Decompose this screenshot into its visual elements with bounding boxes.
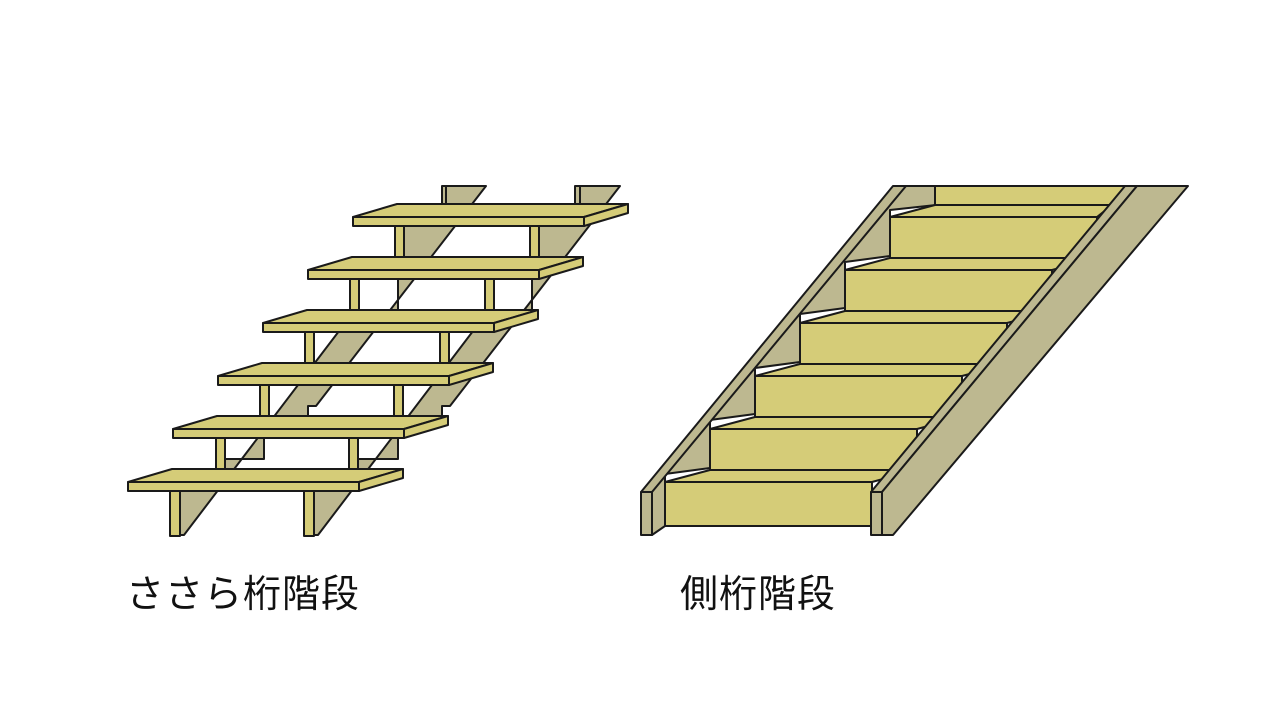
tread-3 [217,362,494,386]
left-stringer-front [640,491,653,536]
side-stringer-staircase [640,185,1189,536]
tread-2 [172,415,449,439]
top-supports [441,185,581,205]
open-stringer-staircase [127,185,629,537]
label-side-stringer-stairs: 側桁階段 [680,572,837,616]
label-open-stringer-stairs: ささら桁階段 [126,572,361,616]
tread-4 [262,309,539,333]
tread-5 [307,256,584,280]
tread-6 [352,203,629,227]
tread-1 [127,468,404,492]
right-stringer-front [870,491,883,536]
